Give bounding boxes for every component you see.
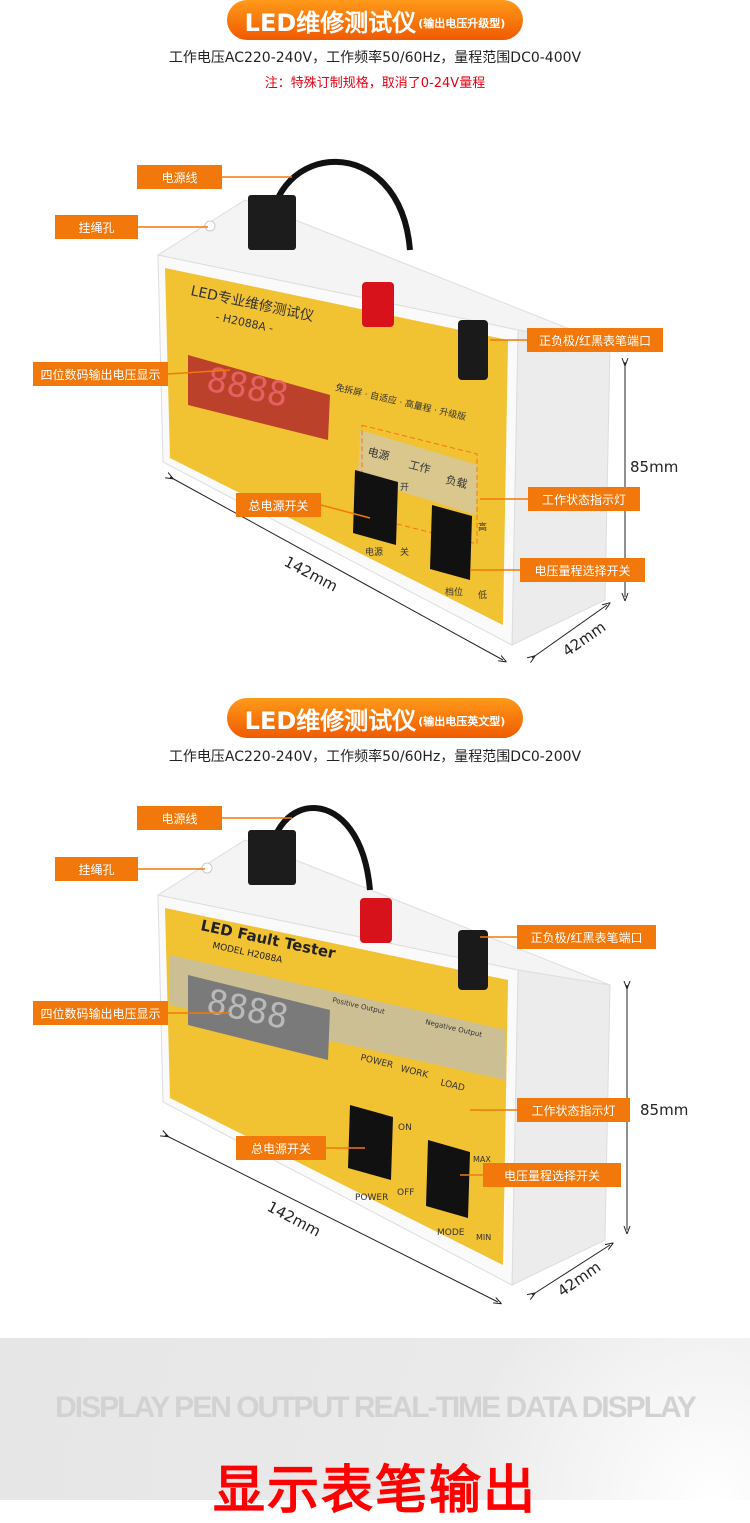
black-terminal [458, 320, 488, 380]
footer-section: DISPLAY PEN OUTPUT REAL-TIME DATA DISPLA… [0, 1338, 750, 1521]
footer-english-heading: DISPLAY PEN OUTPUT REAL-TIME DATA DISPLA… [55, 1391, 697, 1424]
section2-banner: LED维修测试仪 (输出电压英文型) [227, 698, 523, 738]
range-switch [426, 1140, 470, 1218]
banner-title: LED维修测试仪 [244, 8, 417, 37]
section1-banner: LED维修测试仪 (输出电压升级型) [227, 0, 523, 40]
power-switch-off-label: OFF [397, 1188, 414, 1198]
led-display [188, 355, 330, 440]
power-switch [348, 1105, 393, 1180]
device-shape [170, 955, 506, 1080]
device-shape [511, 969, 611, 1286]
range-switch-high-label: 高 [478, 521, 487, 533]
callout-ports: 正负极/红黑表笔端口 [527, 328, 663, 352]
device-shape [167, 369, 231, 375]
lanyard-hole [204, 220, 216, 232]
power-switch [353, 470, 398, 545]
callout-indicator: 工作状态指示灯 [528, 487, 640, 511]
dimension-height: 85mm [640, 1101, 689, 1119]
black-terminal [458, 930, 488, 990]
callout-power-switch: 总电源开关 [236, 493, 321, 517]
range-switch-min-label: MIN [476, 1233, 491, 1242]
indicator-label-power: 电源 [366, 444, 391, 463]
power-switch-on-label: 开 [400, 482, 409, 493]
device-shape [138, 817, 517, 1176]
device-shape [532, 1245, 610, 1295]
device-shape [170, 477, 503, 660]
banner-title: LED维修测试仪 [244, 706, 417, 735]
device-english: 8888 LED Fault Tester MODEL H2088A Posit… [138, 805, 627, 1302]
range-switch-label: 档位 [445, 586, 463, 598]
device-shape [138, 176, 528, 571]
spec-text: 工作电压AC220-240V，工作频率50/60Hz，量程范围DC0-400V [168, 50, 582, 66]
cable-grommet [248, 830, 296, 885]
device-shape [320, 504, 371, 519]
indicator-label-work: 工作 [407, 458, 431, 476]
product-illustrations: 8888 LED专业维修测试仪 - H2088A - 免拆屏 · 自适应 · 高… [138, 158, 750, 1340]
callout-indicator: 工作状态指示灯 [517, 1098, 630, 1122]
banner-subtitle: (输出电压升级型) [418, 17, 506, 30]
device-shape [532, 605, 607, 658]
callout-power-cable: 电源线 [137, 165, 222, 189]
callout-display: 四位数码输出电压显示 [33, 362, 168, 386]
lanyard-hole [201, 862, 213, 874]
red-terminal [362, 282, 394, 327]
callout-lanyard-hole: 挂绳孔 [55, 857, 138, 881]
spec-text: 工作电压AC220-240V，工作频率50/60Hz，量程范围DC0-200V [168, 749, 582, 765]
note-text: 注：特殊订制规格，取消了0-24V量程 [264, 76, 486, 91]
power-switch-label: POWER [355, 1193, 388, 1203]
footer-chinese-heading: 显示表笔输出 [212, 1461, 537, 1521]
cable-grommet [248, 195, 296, 250]
callout-power-switch: 总电源开关 [236, 1136, 326, 1160]
dimension-height: 85mm [630, 458, 679, 476]
power-switch-off-label: 关 [400, 546, 409, 558]
callout-lanyard-hole: 挂绳孔 [55, 215, 138, 239]
led-display [188, 975, 330, 1060]
device-upgrade: 8888 LED专业维修测试仪 - H2088A - 免拆屏 · 自适应 · 高… [138, 158, 625, 660]
callout-power-cable: 电源线 [137, 806, 222, 830]
callout-range-switch: 电压量程选择开关 [520, 558, 645, 582]
callout-range-switch: 电压量程选择开关 [483, 1163, 621, 1187]
power-switch-label: 电源 [365, 546, 383, 558]
device-shape [165, 1135, 498, 1302]
power-switch-on-label: ON [398, 1123, 412, 1133]
range-switch [430, 505, 472, 580]
callout-display: 四位数码输出电压显示 [33, 1001, 168, 1025]
range-switch-label: MODE [437, 1228, 465, 1238]
range-switch-low-label: 低 [478, 589, 487, 601]
red-terminal [360, 898, 392, 943]
banner-subtitle: (输出电压英文型) [418, 715, 506, 728]
callout-ports: 正负极/红黑表笔端口 [517, 925, 656, 949]
